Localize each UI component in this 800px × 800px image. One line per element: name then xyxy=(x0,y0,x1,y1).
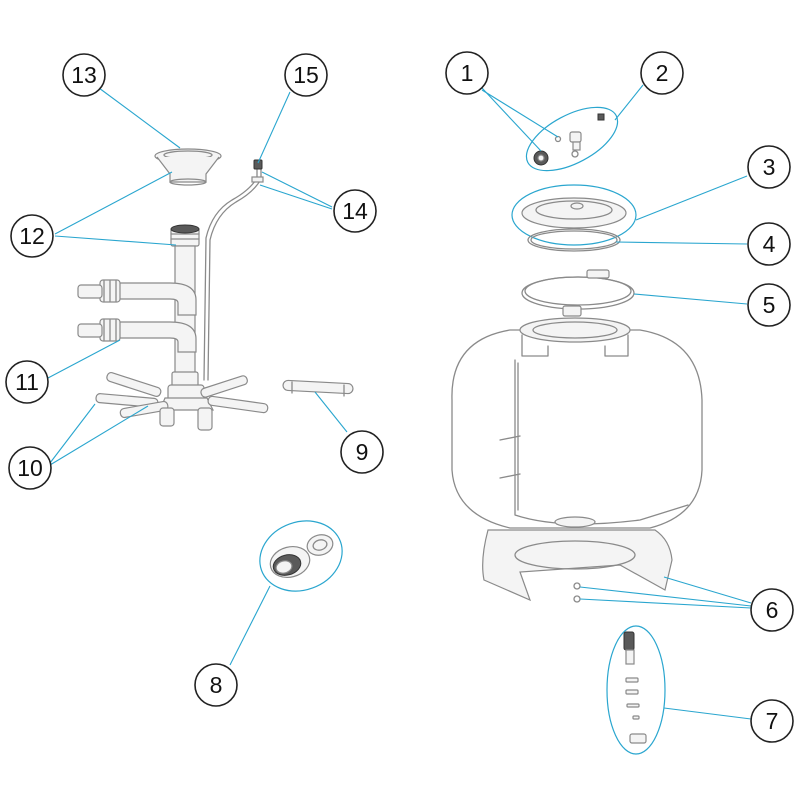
union-fitting xyxy=(259,520,343,592)
callout-number: 4 xyxy=(763,231,776,257)
callout-number: 12 xyxy=(19,223,45,249)
tank-body xyxy=(451,317,703,529)
diffuser-funnel xyxy=(154,148,222,186)
callout-number: 13 xyxy=(71,62,97,88)
callout-15: 15 xyxy=(284,53,328,97)
callout-5: 5 xyxy=(747,283,791,327)
callout-number: 5 xyxy=(763,292,776,318)
air-bleed-tube xyxy=(203,159,264,381)
callout-2: 2 xyxy=(640,51,684,95)
callout-6: 6 xyxy=(750,588,794,632)
lateral-arm-upper xyxy=(77,279,197,316)
tank-base xyxy=(482,529,673,603)
callout-number: 6 xyxy=(766,597,779,623)
callout-1: 1 xyxy=(445,51,489,95)
callout-13: 13 xyxy=(62,53,106,97)
leader-lines xyxy=(47,84,752,720)
tank-clamp xyxy=(521,269,635,317)
drain-assembly xyxy=(606,625,666,755)
callout-3: 3 xyxy=(747,145,791,189)
callout-7: 7 xyxy=(750,699,794,743)
callout-9: 9 xyxy=(340,430,384,474)
callout-number: 1 xyxy=(461,60,474,86)
hub-with-laterals xyxy=(95,371,269,431)
collector-assembly xyxy=(77,148,354,592)
callout-number: 9 xyxy=(356,439,369,465)
callout-number: 7 xyxy=(766,708,779,734)
callout-8: 8 xyxy=(194,663,238,707)
callout-number: 11 xyxy=(15,369,39,395)
callout-4: 4 xyxy=(747,222,791,266)
lid-o-ring xyxy=(527,228,621,252)
callout-number: 14 xyxy=(342,198,368,224)
single-lateral xyxy=(282,379,354,397)
lateral-arm-lower xyxy=(77,318,197,353)
callout-number: 8 xyxy=(210,672,223,698)
callout-number: 15 xyxy=(293,62,319,88)
small-parts-group xyxy=(525,106,619,172)
callout-12: 12 xyxy=(10,214,54,258)
tank-lid xyxy=(511,184,637,246)
callout-number: 2 xyxy=(656,60,669,86)
callout-number: 3 xyxy=(763,154,776,180)
callout-number: 10 xyxy=(17,455,43,481)
callout-14: 14 xyxy=(333,189,377,233)
callout-10: 10 xyxy=(8,446,52,490)
callout-11: 11 xyxy=(5,360,49,404)
filter-tank-assembly xyxy=(451,106,703,755)
